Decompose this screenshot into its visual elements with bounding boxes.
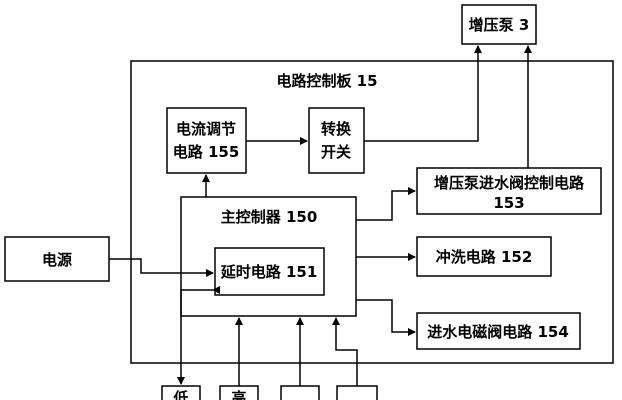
current-regulator-box: [166, 107, 247, 174]
flush-circuit-label: 冲洗电路 152: [436, 248, 533, 266]
solenoid-circuit-label: 进水电磁阀电路 154: [427, 323, 569, 341]
input-label-low: 低: [172, 389, 188, 400]
switch-line1: 转换: [321, 120, 352, 138]
current-regulator-line2: 电路 155: [173, 143, 240, 161]
delay-circuit-box: [214, 247, 325, 296]
wire-controller-to-valve-control: [356, 187, 416, 221]
wire-power-to-delay: [109, 258, 214, 277]
current-regulator-line1: 电流调节: [176, 120, 236, 138]
booster-pump-label: 增压泵 3: [469, 16, 530, 34]
input-box-3: [280, 385, 320, 400]
switch-line2: 开关: [321, 143, 351, 161]
wire-input4-to-controller: [332, 317, 358, 386]
pump-valve-control-line1: 增压泵进水阀控制电路: [434, 174, 585, 192]
delay-circuit-label: 延时电路 151: [220, 263, 318, 281]
flush-circuit-box: [416, 236, 552, 277]
circuit-board-label: 电路控制板 15: [276, 72, 377, 90]
main-controller-label: 主控制器 150: [221, 208, 318, 226]
booster-pump-box: [461, 4, 537, 45]
input-label-high: 高: [231, 389, 246, 400]
power-label: 电源: [42, 251, 72, 269]
switch-box: [308, 107, 365, 174]
input-box-4: [336, 385, 378, 400]
solenoid-circuit-box: [416, 312, 581, 350]
pump-valve-control-line2: 153: [493, 194, 524, 212]
wire-delay-to-low-input: [177, 286, 220, 385]
wire-controller-to-solenoid: [356, 299, 416, 336]
input-box-low: [161, 385, 201, 400]
pump-valve-control-box: [416, 167, 602, 215]
power-box: [4, 236, 110, 282]
wire-switch-to-pump: [364, 45, 482, 142]
